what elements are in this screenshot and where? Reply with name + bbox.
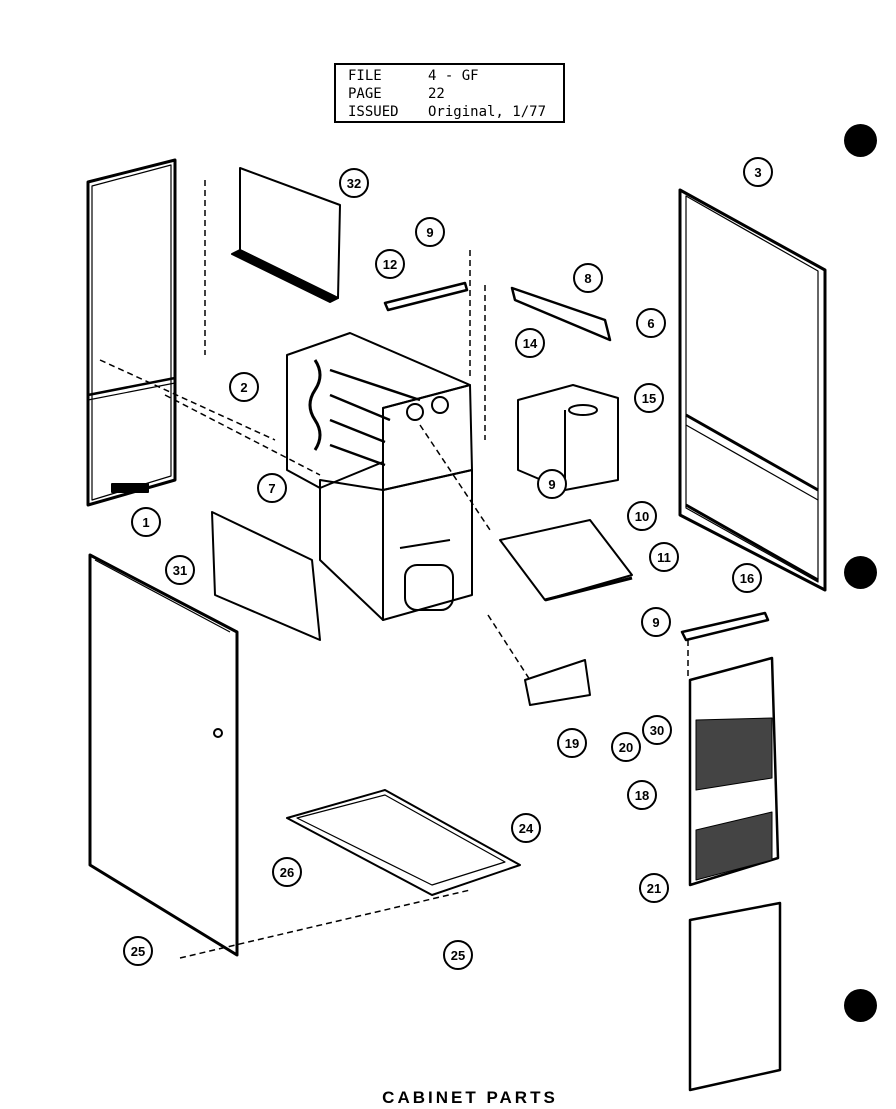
page-value: 22 (428, 86, 445, 102)
callout-2: 2 (229, 372, 259, 402)
left-front-panel (86, 158, 177, 507)
left-door-panel (88, 553, 239, 957)
burner-assembly (319, 469, 473, 621)
callout-14: 14 (515, 328, 545, 358)
blower-housing (517, 384, 619, 491)
file-value: 4 - GF (428, 68, 479, 84)
callout-26: 26 (272, 857, 302, 887)
heat-exchanger (286, 332, 473, 491)
callout-15: 15 (634, 383, 664, 413)
front-grille-panel (688, 656, 780, 887)
callout-12: 12 (375, 249, 405, 279)
issued-value: Original, 1/77 (428, 104, 547, 120)
assembly-guide-lines (99, 180, 689, 959)
callout-20: 20 (611, 732, 641, 762)
binder-hole-top (844, 124, 877, 157)
callout-8: 8 (573, 263, 603, 293)
top-shelf-panel (231, 167, 341, 303)
rails-and-brackets (383, 281, 770, 642)
small-bracket (524, 659, 591, 706)
callout-21: 21 (639, 873, 669, 903)
callout-10: 10 (627, 501, 657, 531)
callout-19: 19 (557, 728, 587, 758)
callout-9-top: 9 (415, 217, 445, 247)
callout-7: 7 (257, 473, 287, 503)
callout-31: 31 (165, 555, 195, 585)
document-info-box: FILE 4 - GF PAGE 22 ISSUED Original, 1/77 (334, 63, 565, 123)
binder-hole-bottom (844, 989, 877, 1022)
left-interior-panel (211, 511, 321, 641)
callout-1: 1 (131, 507, 161, 537)
callout-6: 6 (636, 308, 666, 338)
callout-25-left: 25 (123, 936, 153, 966)
callout-9-blower: 9 (537, 469, 567, 499)
callout-9-right: 9 (641, 607, 671, 637)
bottom-kick-panel (688, 901, 782, 1092)
callout-11: 11 (649, 542, 679, 572)
slanted-shelf (499, 519, 633, 602)
callout-32: 32 (339, 168, 369, 198)
callout-16: 16 (732, 563, 762, 593)
file-label: FILE (348, 68, 382, 84)
callout-25-right: 25 (443, 940, 473, 970)
page-label: PAGE (348, 86, 382, 102)
base-pan (286, 789, 521, 896)
callout-30: 30 (642, 715, 672, 745)
callout-18: 18 (627, 780, 657, 810)
binder-hole-middle (844, 556, 877, 589)
right-side-panel (678, 188, 827, 592)
page-caption: CABINET PARTS (382, 1088, 558, 1107)
callout-24: 24 (511, 813, 541, 843)
issued-label: ISSUED (348, 104, 399, 120)
callout-3: 3 (743, 157, 773, 187)
